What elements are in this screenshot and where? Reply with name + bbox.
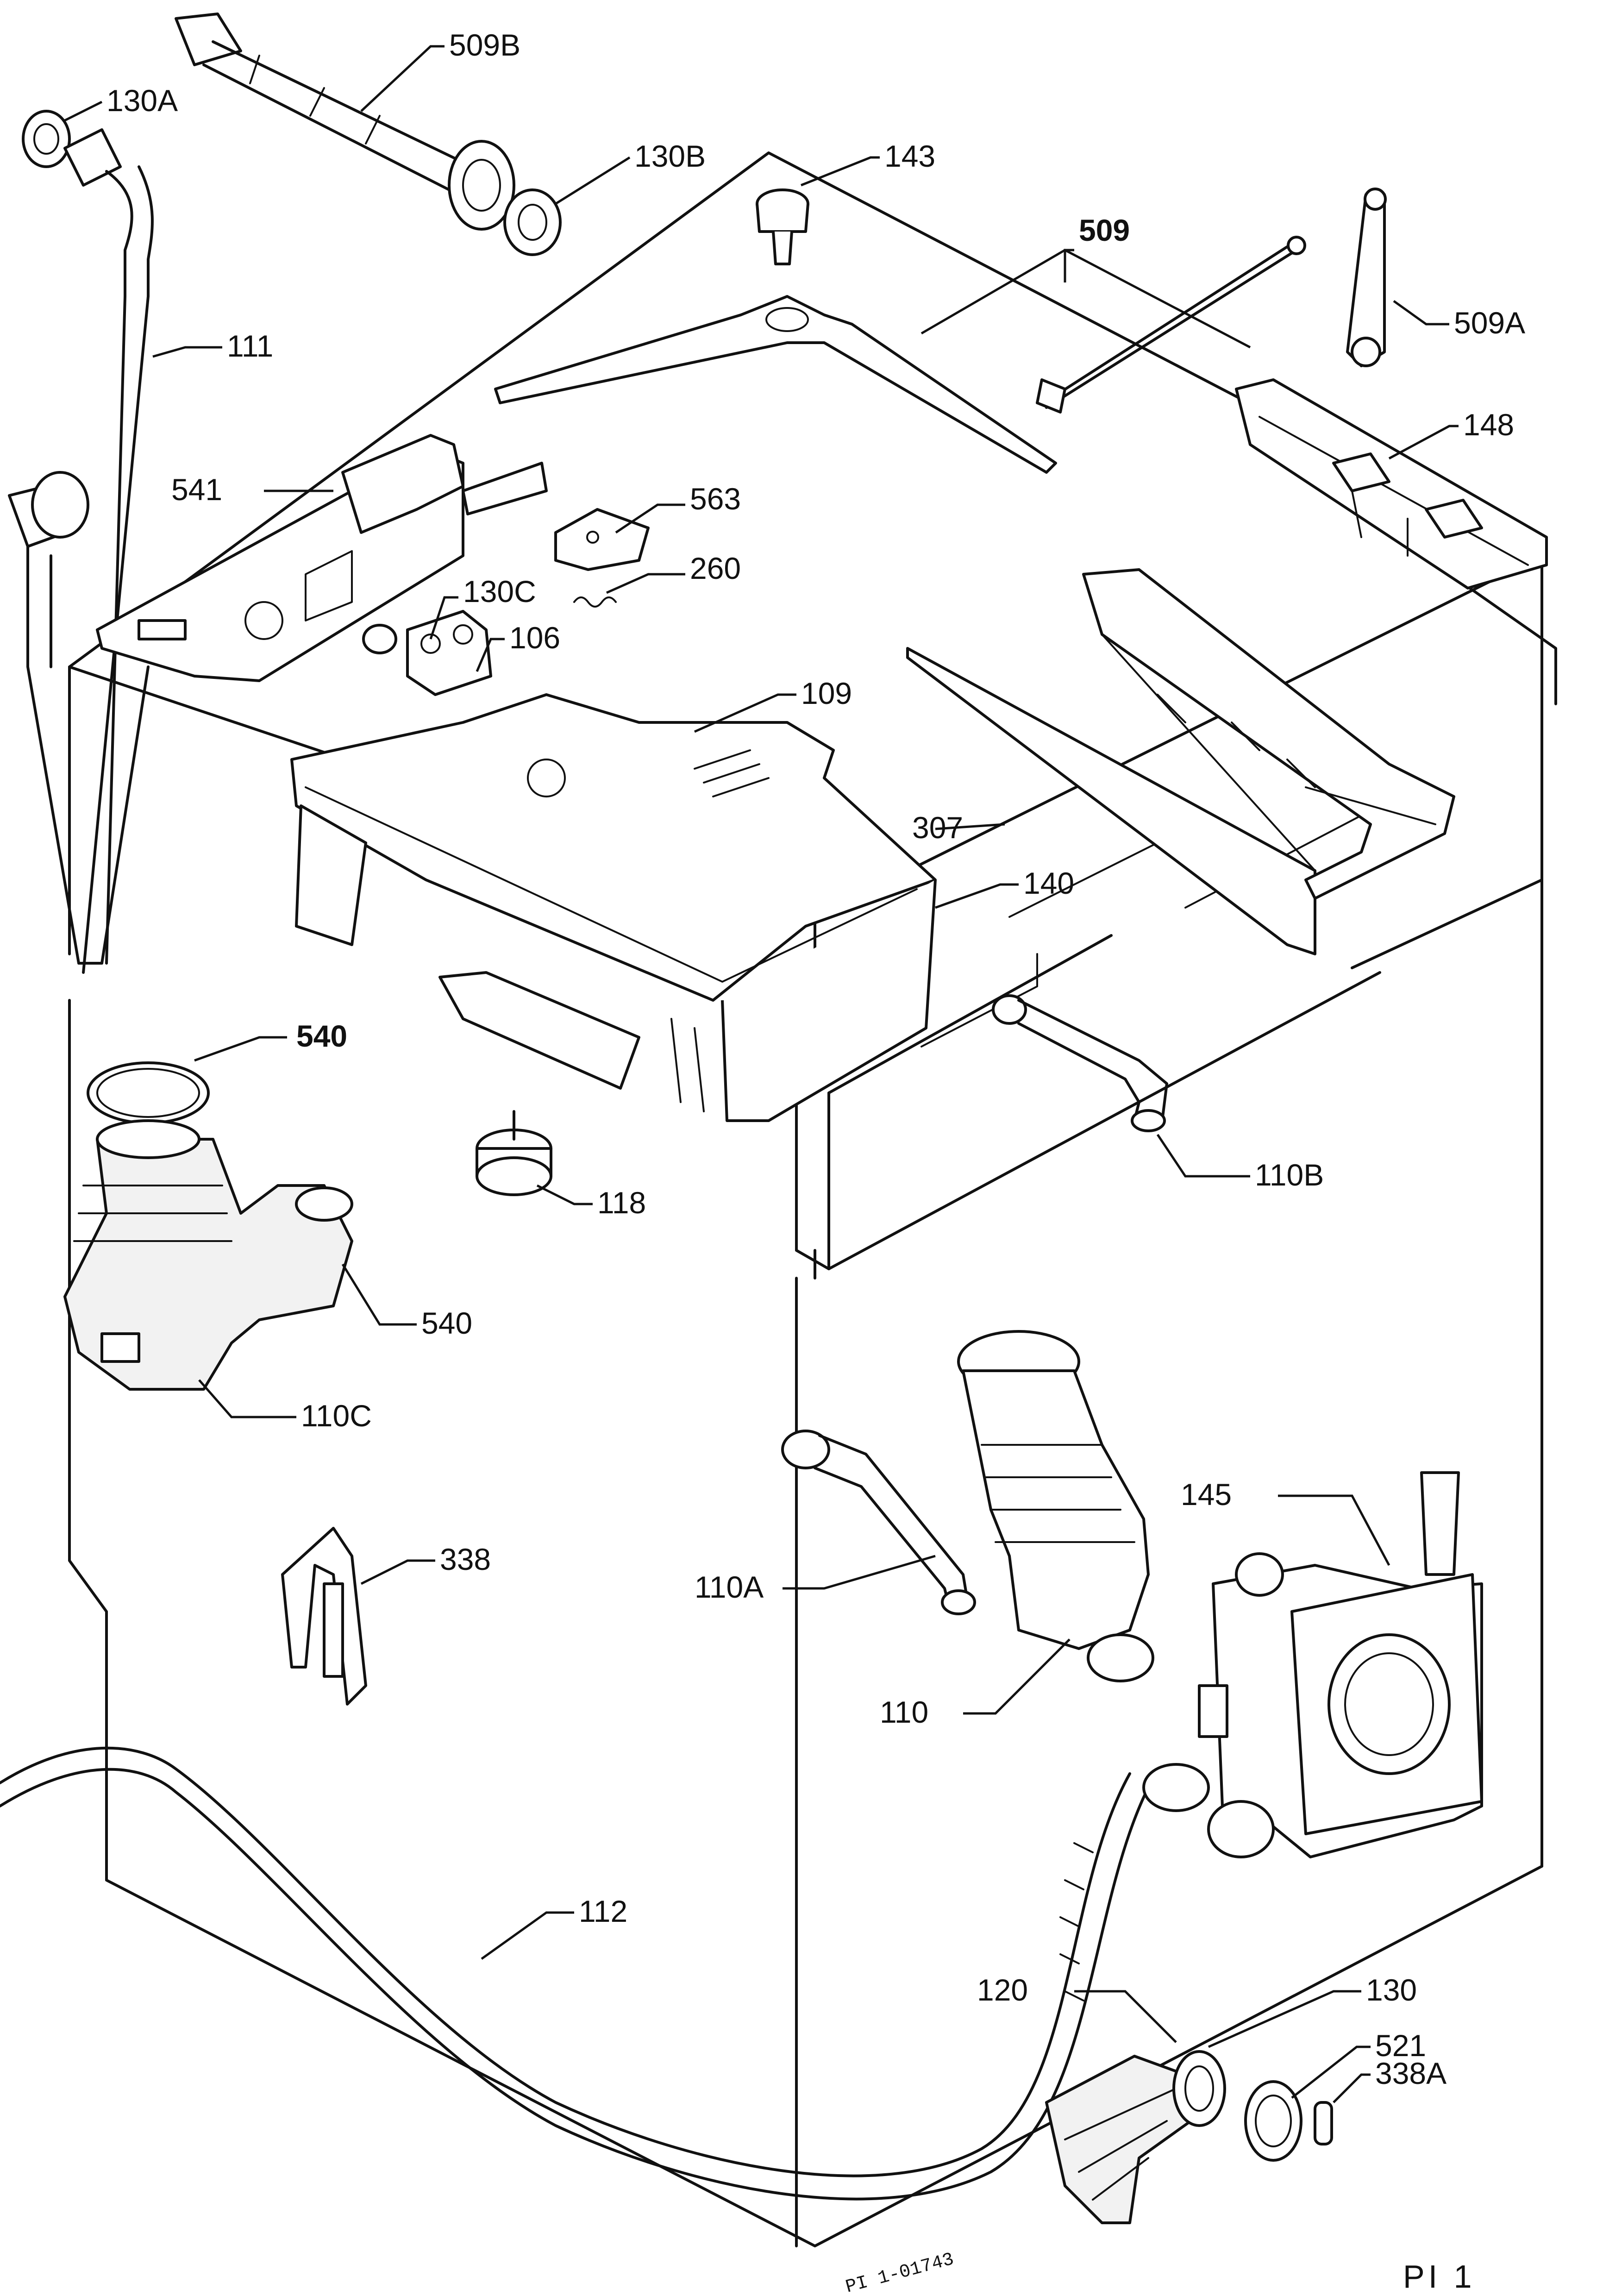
label-260: 260 [690, 551, 741, 585]
dispenser-housing-109 [290, 693, 937, 1122]
label-110a: 110A [695, 1570, 764, 1604]
label-338: 338 [440, 1542, 491, 1576]
label-130a: 130A [106, 83, 178, 118]
label-110b: 110B [1255, 1158, 1324, 1192]
label-540-bottom: 540 [421, 1306, 472, 1340]
label-509: 509 [1079, 213, 1130, 247]
inlet-hose-509b [175, 13, 515, 231]
label-110c: 110C [301, 1399, 372, 1433]
hose-clamp-540 [87, 1061, 210, 1124]
label-338a: 338A [1375, 2056, 1446, 2090]
label-106: 106 [509, 621, 560, 655]
knob-143 [756, 188, 809, 265]
label-521: 521 [1375, 2028, 1426, 2063]
cabinet-outline [68, 151, 1557, 2247]
callout-labels: 509B 130A 130B 143 509 509A 111 541 563 … [106, 28, 1525, 2296]
bracket-541 [96, 434, 548, 682]
lever-509 [494, 236, 1306, 474]
hose-110b [992, 994, 1168, 1132]
label-109: 109 [801, 676, 852, 710]
filter-120-set [1045, 2050, 1333, 2224]
label-307: 307 [912, 810, 963, 845]
label-111: 111 [227, 329, 273, 363]
label-118: 118 [597, 1186, 646, 1220]
label-563: 563 [690, 482, 741, 516]
drain-hose-112 [0, 1746, 1210, 2201]
label-130: 130 [1366, 1973, 1417, 2007]
bellows-hose-110 [957, 1330, 1154, 1682]
label-540-top: 540 [296, 1019, 347, 1053]
plate-number: PI 1 [1403, 2258, 1476, 2295]
inlet-hose-111 [8, 128, 154, 974]
cam-563 [554, 508, 650, 571]
label-145: 145 [1181, 1477, 1232, 1512]
label-509b: 509B [449, 28, 520, 62]
label-130c: 130C [463, 574, 536, 609]
small-parts-130c-106 [362, 610, 492, 696]
label-110: 110 [880, 1695, 928, 1729]
label-112: 112 [579, 1894, 627, 1928]
leader-lines [64, 45, 1459, 2103]
clip-338 [281, 1527, 367, 1706]
drain-pump-145 [1198, 1471, 1483, 1858]
label-541: 541 [171, 472, 222, 507]
label-130b: 130B [634, 139, 706, 173]
link-509a [1346, 188, 1387, 367]
label-143: 143 [884, 139, 935, 173]
drawing-reference: PI 1-01743 [844, 2249, 957, 2296]
washer-130a [22, 110, 71, 168]
gear-118 [476, 1110, 552, 1196]
detergent-drawer-307 [906, 568, 1455, 955]
label-509a: 509A [1454, 306, 1525, 340]
nut-130b [503, 188, 562, 256]
label-148: 148 [1463, 408, 1514, 442]
hose-110a [781, 1430, 976, 1615]
spring-260 [573, 596, 617, 608]
label-120: 120 [977, 1973, 1028, 2007]
drawer-handle-148 [1235, 378, 1548, 590]
label-140: 140 [1023, 866, 1074, 900]
sump-hose-110c [63, 1119, 353, 1391]
